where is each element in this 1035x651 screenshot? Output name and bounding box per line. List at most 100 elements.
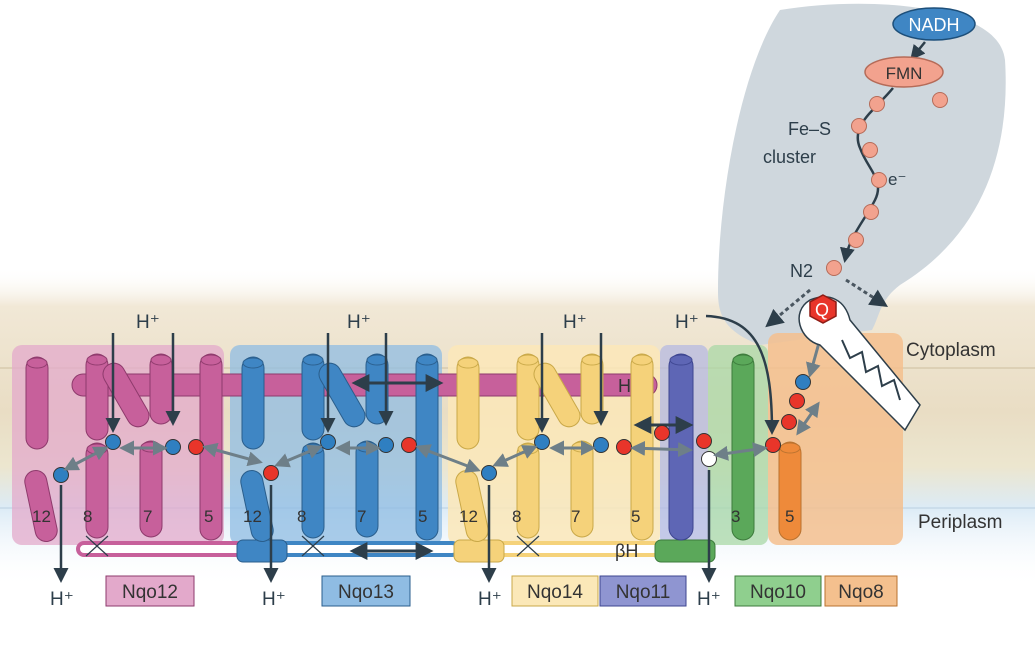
nqo10-helix-3-cap (732, 354, 754, 366)
nqo14-helix-b-upper (516, 353, 540, 441)
fes-cluster-6 (848, 232, 864, 248)
residues-layer (53, 329, 826, 483)
coupling-arrow-10 (492, 445, 538, 467)
nqo10-lateral-barrel (654, 539, 716, 563)
charged-residue-5 (378, 437, 394, 453)
charged-residue-16 (781, 414, 797, 430)
fes-clusters (826, 92, 948, 276)
nqo13-helix-12 (240, 470, 274, 542)
coupling-arrow-8 (63, 446, 109, 471)
legend-nqo11-label: Nqo11 (616, 582, 671, 603)
nqo14-helix-5-cap (631, 354, 653, 366)
proton-uptake-arrow-nqo8 (705, 314, 780, 435)
legend-nqo12-box (105, 575, 195, 607)
charged-residue-10 (616, 439, 632, 455)
legend-nqo13-label: Nqo13 (338, 582, 394, 603)
periplasm-label: Periplasm (918, 512, 1002, 533)
nqo14-helix-c-cap (581, 354, 603, 366)
nqo13-helix-7-number: 7 (357, 507, 366, 526)
legend-nqo14-label: Nqo14 (527, 582, 583, 603)
nqo12-helix-7-number: 7 (143, 507, 152, 526)
legend-nqo11-box (599, 575, 687, 607)
nqo12-helix-b-upper (85, 353, 109, 441)
legend-nqo8-box (824, 575, 898, 607)
nqo12-helix-8-number: 8 (83, 507, 92, 526)
charged-residue-2 (188, 439, 204, 455)
quinone-label: Q (815, 300, 829, 320)
nqo12-helix-a-cap (26, 357, 48, 369)
fes-cluster-5 (863, 204, 879, 220)
proton-label-top-4: H⁺ (675, 312, 699, 333)
charged-residue-12 (654, 425, 670, 441)
nqo11-helix (668, 353, 694, 541)
nqo14-helix-12-number: 12 (459, 507, 478, 526)
fes-cluster-3 (862, 142, 878, 158)
quinone-chamber: Q (765, 278, 921, 432)
charged-residue-8 (534, 434, 550, 450)
cytoplasm-label: Cytoplasm (906, 340, 996, 361)
subunit-legend: Nqo12 Nqo13 Nqo14 Nqo11 Nqo10 Nqo8 (105, 575, 898, 607)
nqo10-helix-3-number: 3 (731, 507, 740, 526)
charged-residue-6 (401, 437, 417, 453)
nadh-label: NADH (908, 15, 959, 35)
fes-label-line1: Fe–S (788, 119, 831, 139)
nqo13-helix-12-number: 12 (243, 507, 262, 526)
proton-label-top-3: H⁺ (563, 312, 587, 333)
legend-nqo12-label: Nqo12 (122, 582, 178, 603)
nqo12-helix-c-cap (150, 354, 172, 366)
electron-path-arrow (840, 87, 894, 263)
proton-label-bottom-2: H⁺ (262, 589, 286, 610)
charged-residue-11 (481, 465, 497, 481)
nqo13-helix-b-upper-cap (302, 354, 324, 366)
nqo14-helix-b-upper-cap (517, 354, 539, 366)
charged-residue-17 (789, 393, 805, 409)
nqo13-lateral-connector (266, 541, 460, 557)
nqo13-helix-c-cap (366, 354, 388, 366)
proton-label-bottom-4: H⁺ (697, 589, 721, 610)
nqo12-helix-a (25, 356, 49, 450)
charged-residue-7 (263, 465, 279, 481)
proton-label-bottom-1: H⁺ (50, 589, 74, 610)
helix-numbers-layer: 12 8 7 5 12 8 7 5 12 8 7 5 3 5 (32, 507, 794, 526)
legend-nqo13-box (321, 575, 411, 607)
nadh-to-fmn-arrow (910, 41, 926, 61)
quinone-tunnel (798, 296, 921, 432)
nqo13-helix-5-cap (416, 354, 438, 366)
electron-to-q-arrow-left (765, 288, 811, 328)
nqo14-helix-5-number: 5 (631, 507, 640, 526)
nqo14-helix-a (456, 356, 480, 450)
legend-nqo10-label: Nqo10 (750, 582, 806, 603)
proton-label-top-2: H⁺ (347, 312, 371, 333)
nqo12-helix-5-number: 5 (204, 507, 213, 526)
legend-nqo8-label: Nqo8 (838, 582, 883, 603)
nqo14-helix-7-number: 7 (571, 507, 580, 526)
nqo14-crossing-icon (516, 535, 540, 557)
fmn-label: FMN (886, 64, 923, 83)
nqo14-helix-c (580, 353, 604, 425)
fes-cluster-1 (932, 92, 948, 108)
charged-residue-1 (165, 439, 181, 455)
coupling-arrow-7 (796, 401, 820, 436)
nqo13-helix-b-upper (301, 353, 325, 441)
charged-residue-0 (105, 434, 121, 450)
nqo12-helix-12-number: 12 (32, 507, 51, 526)
coupling-arrow-5 (630, 440, 693, 458)
nqo8-helix-5 (778, 441, 802, 541)
charged-residue-14 (701, 451, 717, 467)
coupling-arrow-3 (415, 444, 481, 473)
nqo13-helix-5-number: 5 (418, 507, 427, 526)
nqo12-helix-12 (24, 470, 58, 542)
proton-arrows-layer (53, 314, 780, 583)
coupling-arrow-6 (713, 442, 768, 461)
proton-labels: H⁺ H⁺ H⁺ H⁺ H⁺ H⁺ H⁺ H⁺ (50, 312, 721, 610)
nqo8-helix-5-cap (779, 442, 801, 454)
nqo11-helix-cap (669, 354, 693, 366)
nqo13-helix-a (241, 356, 265, 450)
fes-cluster-0 (869, 96, 885, 112)
nqo12-helix-b-upper-cap (86, 354, 108, 366)
electron-chain: NADH FMN Fe–S cluster e⁻ N2 (763, 7, 976, 281)
charged-residue-9 (593, 437, 609, 453)
charged-residue-18 (795, 374, 811, 390)
nqo14-lateral-barrel (453, 539, 505, 563)
